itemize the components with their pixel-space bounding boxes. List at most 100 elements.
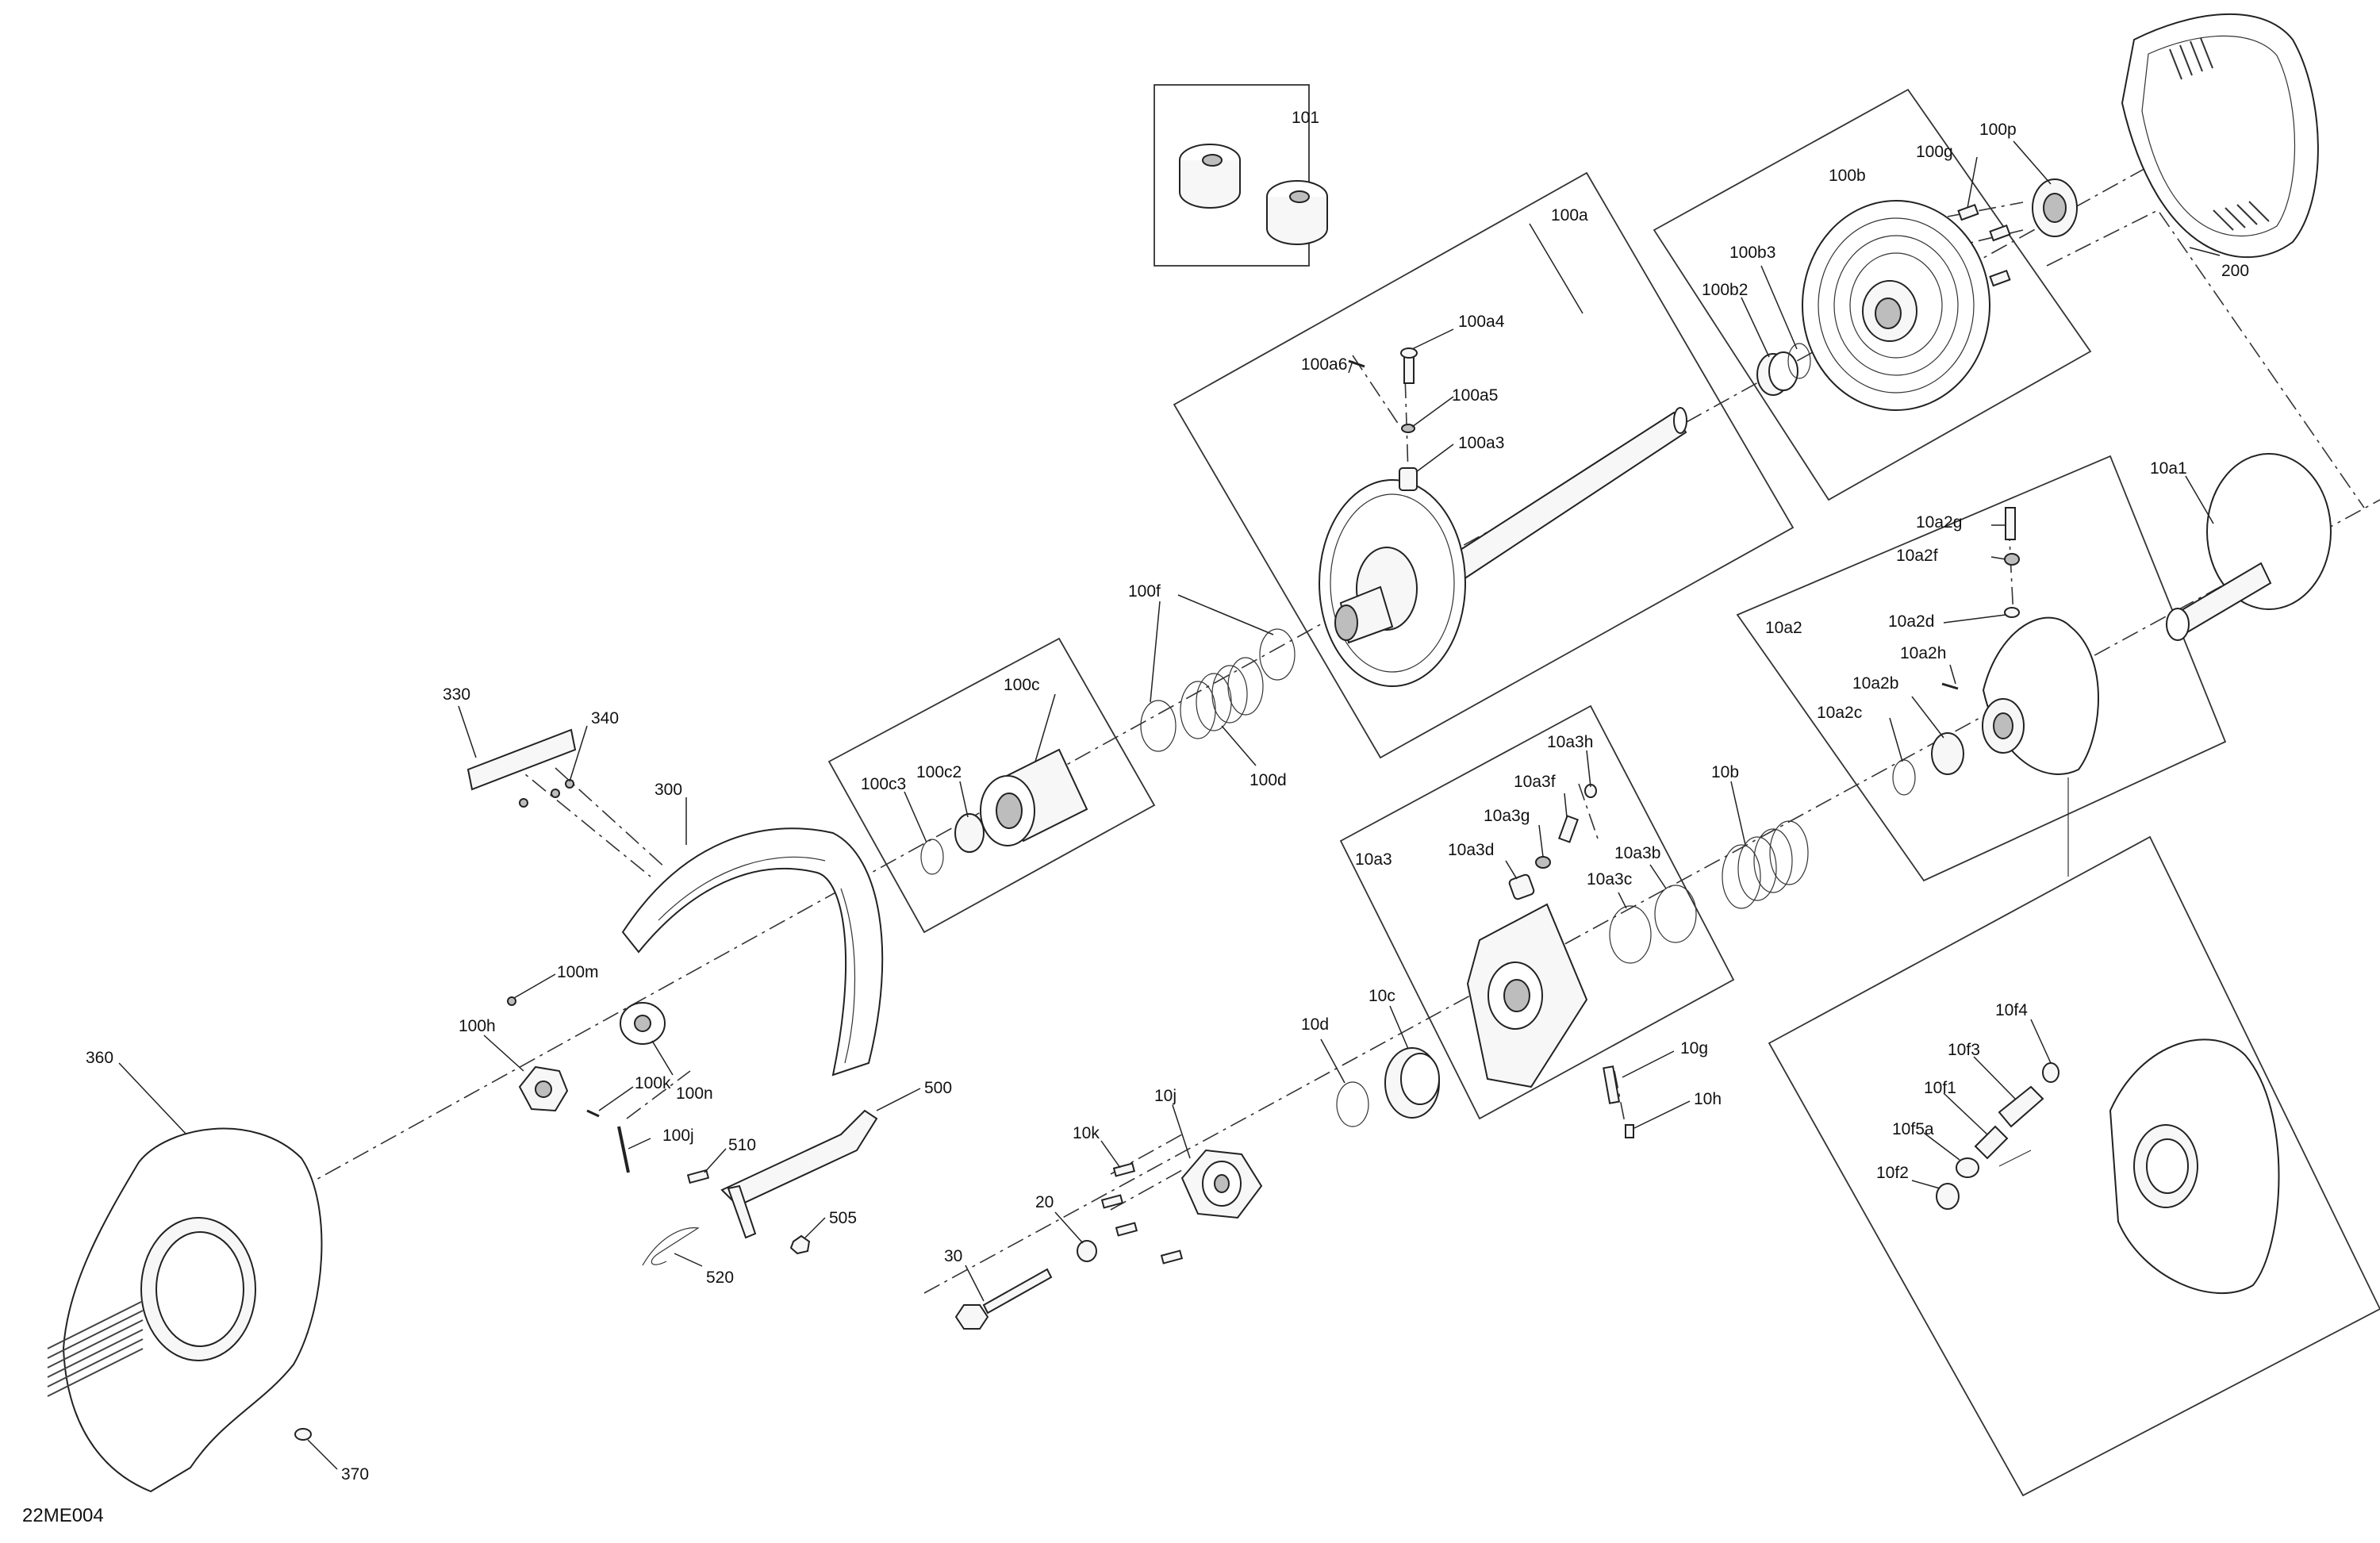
part-labels: 101 100a 100b 100g 100p 200 100b3 100b2 …: [22, 109, 2249, 1526]
lever-500: [720, 1109, 878, 1239]
bearing-100p: [2032, 178, 2078, 237]
small-parts-100a: [1348, 347, 1418, 491]
pin-10g: [1603, 1065, 1621, 1104]
label-500: 500: [924, 1079, 952, 1097]
flange-10j: [1180, 1149, 1263, 1219]
label-100h: 100h: [459, 1017, 496, 1035]
screw-510: [686, 1169, 710, 1184]
part-100m: [507, 996, 516, 1006]
label-10a2f: 10a2f: [1896, 547, 1938, 565]
label-330: 330: [443, 685, 470, 704]
nut-10a2f: [2004, 553, 2020, 566]
decal-330: [466, 728, 577, 808]
label-10a3c: 10a3c: [1587, 870, 1632, 889]
label-100a4: 100a4: [1458, 313, 1505, 331]
label-100b: 100b: [1829, 167, 1866, 185]
label-100a: 100a: [1551, 206, 1588, 225]
label-10a2c: 10a2c: [1817, 704, 1862, 722]
box-10f: [1768, 835, 2380, 1497]
label-10k: 10k: [1073, 1124, 1100, 1142]
bushing-10a2b: [1931, 732, 1964, 775]
bolt-10a2g: [2005, 507, 2016, 540]
bushing-100b2: [1756, 351, 1798, 396]
label-100a6: 100a6: [1301, 355, 1347, 374]
weight-assembly-10f: [1936, 1038, 2280, 1294]
box-101: [1154, 84, 1310, 267]
box-10a3: [1339, 704, 1735, 1120]
sheave-100a: [1319, 407, 1687, 687]
label-360: 360: [86, 1049, 113, 1067]
spacer-101: [1179, 144, 1328, 245]
label-100a5: 100a5: [1452, 386, 1498, 405]
label-100g: 100g: [1916, 143, 1953, 161]
sheave-10a1: [2166, 453, 2332, 641]
label-100m: 100m: [557, 963, 599, 981]
label-100n: 100n: [676, 1084, 713, 1103]
label-10c: 10c: [1368, 987, 1395, 1005]
ring-10a3b: [1654, 885, 1697, 943]
cam-100c: [920, 748, 1088, 875]
leader-lines: [118, 140, 2221, 1470]
screw-10h: [1625, 1124, 1634, 1138]
nut-100h: [518, 1065, 569, 1112]
label-100c2: 100c2: [916, 763, 962, 781]
clip-520: [642, 1227, 700, 1266]
part-drawings: [47, 13, 2332, 1493]
box-100b: [1653, 88, 2092, 501]
label-10f4: 10f4: [1995, 1001, 2028, 1019]
label-520: 520: [706, 1269, 734, 1287]
label-100c: 100c: [1004, 676, 1040, 694]
label-10b: 10b: [1711, 763, 1739, 781]
label-10a1: 10a1: [2150, 459, 2187, 478]
label-100b2: 100b2: [1702, 281, 1748, 299]
label-10a3d: 10a3d: [1448, 841, 1494, 859]
label-20: 20: [1035, 1193, 1054, 1211]
label-10f5a: 10f5a: [1892, 1120, 1934, 1138]
label-100d: 100d: [1250, 771, 1287, 789]
sheave-10a2: [1982, 616, 2099, 775]
sheave-100b: [1802, 200, 1990, 411]
label-100c3: 100c3: [861, 775, 906, 793]
label-10a3b: 10a3b: [1614, 844, 1660, 862]
bearing-10c: [1384, 1047, 1440, 1119]
label-30: 30: [944, 1247, 962, 1265]
label-100p: 100p: [1979, 121, 2017, 139]
pin-100k: [586, 1109, 600, 1118]
washer-10a2d: [2004, 607, 2020, 618]
label-10j: 10j: [1154, 1087, 1177, 1105]
label-10a2b: 10a2b: [1852, 674, 1898, 693]
cover-300: [621, 827, 884, 1077]
label-10a2: 10a2: [1765, 619, 1802, 637]
label-10a3f: 10a3f: [1514, 773, 1556, 791]
spring-100d: [1180, 657, 1264, 739]
label-510: 510: [728, 1136, 756, 1154]
spring-10b: [1722, 820, 1809, 909]
label-100j: 100j: [662, 1127, 694, 1145]
box-100c: [827, 637, 1156, 934]
label-370: 370: [341, 1465, 369, 1484]
label-100k: 100k: [635, 1074, 671, 1092]
ring-10d: [1336, 1081, 1369, 1127]
label-10f1: 10f1: [1924, 1079, 1956, 1097]
ring-10a2c: [1892, 759, 1916, 796]
rings-100f: [1140, 628, 1296, 752]
screws-10k: [1100, 1162, 1184, 1265]
ring-10a3c: [1609, 905, 1652, 964]
label-10a3: 10a3: [1355, 850, 1392, 869]
washer-20: [1077, 1240, 1097, 1262]
housing-360: [47, 1127, 323, 1493]
washer-100n-hole: [634, 1015, 651, 1032]
label-10a2d: 10a2d: [1888, 612, 1934, 631]
label-100a3: 100a3: [1458, 434, 1504, 452]
ring-100b3: [1787, 343, 1811, 379]
part-370: [294, 1428, 312, 1441]
group-boxes: [827, 84, 2380, 1497]
small-parts-10a3: [1508, 784, 1597, 900]
label-340: 340: [591, 709, 619, 727]
box-100a: [1173, 171, 1795, 759]
label-101: 101: [1292, 109, 1319, 127]
label-10d: 10d: [1301, 1015, 1329, 1034]
label-100b3: 100b3: [1729, 244, 1775, 262]
label-200: 200: [2221, 262, 2249, 280]
